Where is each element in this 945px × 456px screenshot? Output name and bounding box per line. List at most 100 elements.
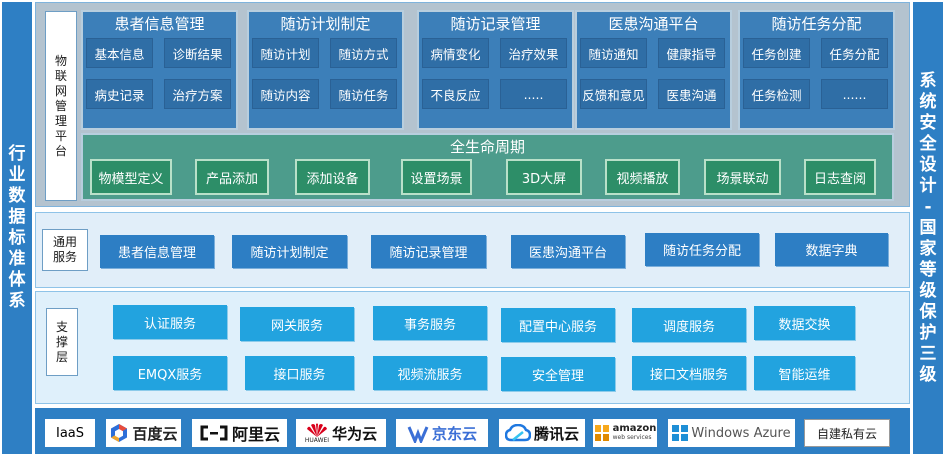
iot-platform-layer: 物联网管理平台 患者信息管理 基本信息 诊断结果 病史记录 治疗方案 随访计划制… (35, 2, 910, 207)
support-service-button[interactable]: 智能运维 (754, 356, 855, 390)
module-item[interactable]: 治疗效果 (500, 38, 567, 68)
support-service-button[interactable]: 调度服务 (632, 308, 746, 342)
aliyun-icon (200, 425, 228, 441)
common-service-button[interactable]: 医患沟通平台 (511, 235, 625, 268)
module-item[interactable]: ...... (821, 79, 888, 109)
common-services-layer: 通用服务 患者信息管理 随访计划制定 随访记录管理 医患沟通平台 随访任务分配 … (35, 212, 910, 288)
provider-jdcloud: 京东云 (396, 419, 488, 447)
module-item[interactable]: 病史记录 (86, 79, 153, 109)
module-item[interactable]: 基本信息 (86, 38, 153, 68)
provider-name: 华为云 (332, 424, 378, 443)
module-item[interactable]: 随访内容 (252, 79, 319, 109)
provider-huawei: HUAWEI 华为云 (296, 419, 386, 447)
lifecycle-item[interactable]: 视频播放 (605, 159, 680, 195)
provider-azure: Windows Azure (668, 419, 795, 447)
provider-name: 腾讯云 (533, 424, 579, 443)
module-title: 随访计划制定 (280, 15, 371, 33)
common-service-button[interactable]: 随访任务分配 (645, 233, 759, 266)
provider-subtext: web services (612, 434, 652, 441)
provider-name: 京东云 (431, 424, 477, 443)
lifecycle-item[interactable]: 设置场景 (401, 159, 472, 195)
common-service-button[interactable]: 数据字典 (775, 233, 888, 266)
support-service-button[interactable]: EMQX服务 (113, 356, 227, 390)
module-item[interactable]: 健康指导 (658, 38, 725, 68)
huawei-icon (306, 423, 327, 437)
security-design-bar: 系统安全设计 - 国家等级保护三级 (913, 2, 943, 454)
module-follow-record: 随访记录管理 病情变化 治疗效果 不良反应 ..... (417, 10, 574, 130)
module-item[interactable]: 不良反应 (422, 79, 489, 109)
support-service-button[interactable]: 网关服务 (240, 307, 354, 341)
iaas-layer: IaaS 百度云 阿里云 HUAWEI (35, 408, 910, 454)
module-item[interactable]: 随访通知 (580, 38, 647, 68)
common-service-button[interactable]: 患者信息管理 (100, 235, 214, 268)
module-item[interactable]: 随访方式 (330, 38, 397, 68)
aws-wordmark: amazon web services (613, 424, 657, 442)
support-service-button[interactable]: 视频流服务 (373, 356, 487, 390)
lifecycle-item[interactable]: 物模型定义 (90, 159, 172, 195)
lifecycle-item[interactable]: 日志查阅 (804, 159, 876, 195)
lifecycle-panel: 全生命周期 物模型定义 产品添加 添加设备 设置场景 3D大屏 视频播放 场景联… (81, 133, 894, 201)
module-follow-plan: 随访计划制定 随访计划 随访方式 随访内容 随访任务 (247, 10, 404, 130)
module-item[interactable]: 任务创建 (743, 38, 810, 68)
support-service-button[interactable]: 数据交换 (754, 306, 855, 340)
provider-name: amazon (612, 423, 657, 434)
lifecycle-item[interactable]: 3D大屏 (506, 159, 582, 195)
common-services-label: 通用服务 (52, 235, 77, 264)
aws-icon (594, 425, 609, 441)
baidu-cloud-icon (111, 424, 128, 442)
provider-subtext: HUAWEI (304, 436, 330, 444)
module-item[interactable]: 病情变化 (422, 38, 489, 68)
common-services-label-box: 通用服务 (42, 229, 88, 271)
support-service-button[interactable]: 认证服务 (113, 305, 227, 339)
module-title: 医患沟通平台 (608, 15, 699, 33)
module-item[interactable]: 任务分配 (821, 38, 888, 68)
provider-name: Windows Azure (691, 425, 791, 441)
iot-platform-label: 物联网管理平台 (54, 53, 67, 158)
module-title: 随访记录管理 (450, 15, 541, 33)
support-service-button[interactable]: 事务服务 (373, 306, 487, 340)
jdcloud-icon (407, 426, 429, 443)
provider-name: 阿里云 (231, 425, 280, 444)
provider-private-cloud: 自建私有云 (804, 419, 890, 447)
module-title: 患者信息管理 (114, 15, 205, 33)
module-item[interactable]: 治疗方案 (164, 79, 231, 109)
module-patient-info: 患者信息管理 基本信息 诊断结果 病史记录 治疗方案 (81, 10, 238, 130)
support-label: 支撑层 (55, 319, 68, 364)
industry-data-standard-label: 行业数据标准体系 (8, 144, 26, 311)
support-service-button[interactable]: 安全管理 (501, 357, 615, 391)
lifecycle-item[interactable]: 产品添加 (195, 159, 269, 195)
module-item[interactable]: 随访计划 (252, 38, 319, 68)
support-label-box: 支撑层 (46, 308, 78, 376)
iot-platform-label-box: 物联网管理平台 (45, 11, 77, 201)
lifecycle-item[interactable]: 场景联动 (704, 159, 781, 195)
security-design-label: 系统安全设计 - 国家等级保护三级 (919, 70, 937, 385)
common-service-button[interactable]: 随访计划制定 (232, 235, 347, 268)
lifecycle-item[interactable]: 添加设备 (295, 159, 370, 195)
huawei-logo: HUAWEI (305, 423, 329, 444)
module-item[interactable]: ..... (500, 79, 567, 109)
windows-icon (672, 425, 689, 441)
support-layer: 支撑层 认证服务 网关服务 事务服务 配置中心服务 调度服务 数据交换 EMQX… (35, 291, 910, 404)
module-task-assignment: 随访任务分配 任务创建 任务分配 任务检测 ...... (738, 10, 895, 130)
provider-tencent: 腾讯云 (499, 419, 585, 447)
module-item[interactable]: 医患沟通 (658, 79, 725, 109)
lifecycle-title: 全生命周期 (449, 138, 525, 156)
provider-aliyun: 阿里云 (192, 419, 287, 447)
module-item[interactable]: 反馈和意见 (580, 79, 647, 109)
module-title: 随访任务分配 (771, 15, 862, 33)
iaas-label: IaaS (55, 425, 85, 441)
support-service-button[interactable]: 接口文档服务 (632, 356, 746, 390)
tencent-cloud-icon (504, 424, 531, 442)
iaas-label-box: IaaS (45, 419, 95, 447)
support-service-button[interactable]: 接口服务 (245, 356, 354, 390)
common-service-button[interactable]: 随访记录管理 (371, 235, 486, 268)
module-item[interactable]: 诊断结果 (164, 38, 231, 68)
module-doctor-patient-comm: 医患沟通平台 随访通知 健康指导 反馈和意见 医患沟通 (575, 10, 732, 130)
provider-baidu: 百度云 (106, 419, 181, 447)
support-service-button[interactable]: 配置中心服务 (501, 308, 615, 342)
module-item[interactable]: 任务检测 (743, 79, 810, 109)
provider-aws: amazon web services (593, 419, 657, 447)
module-item[interactable]: 随访任务 (330, 79, 397, 109)
provider-name: 百度云 (132, 424, 178, 443)
provider-name: 自建私有云 (816, 426, 877, 441)
